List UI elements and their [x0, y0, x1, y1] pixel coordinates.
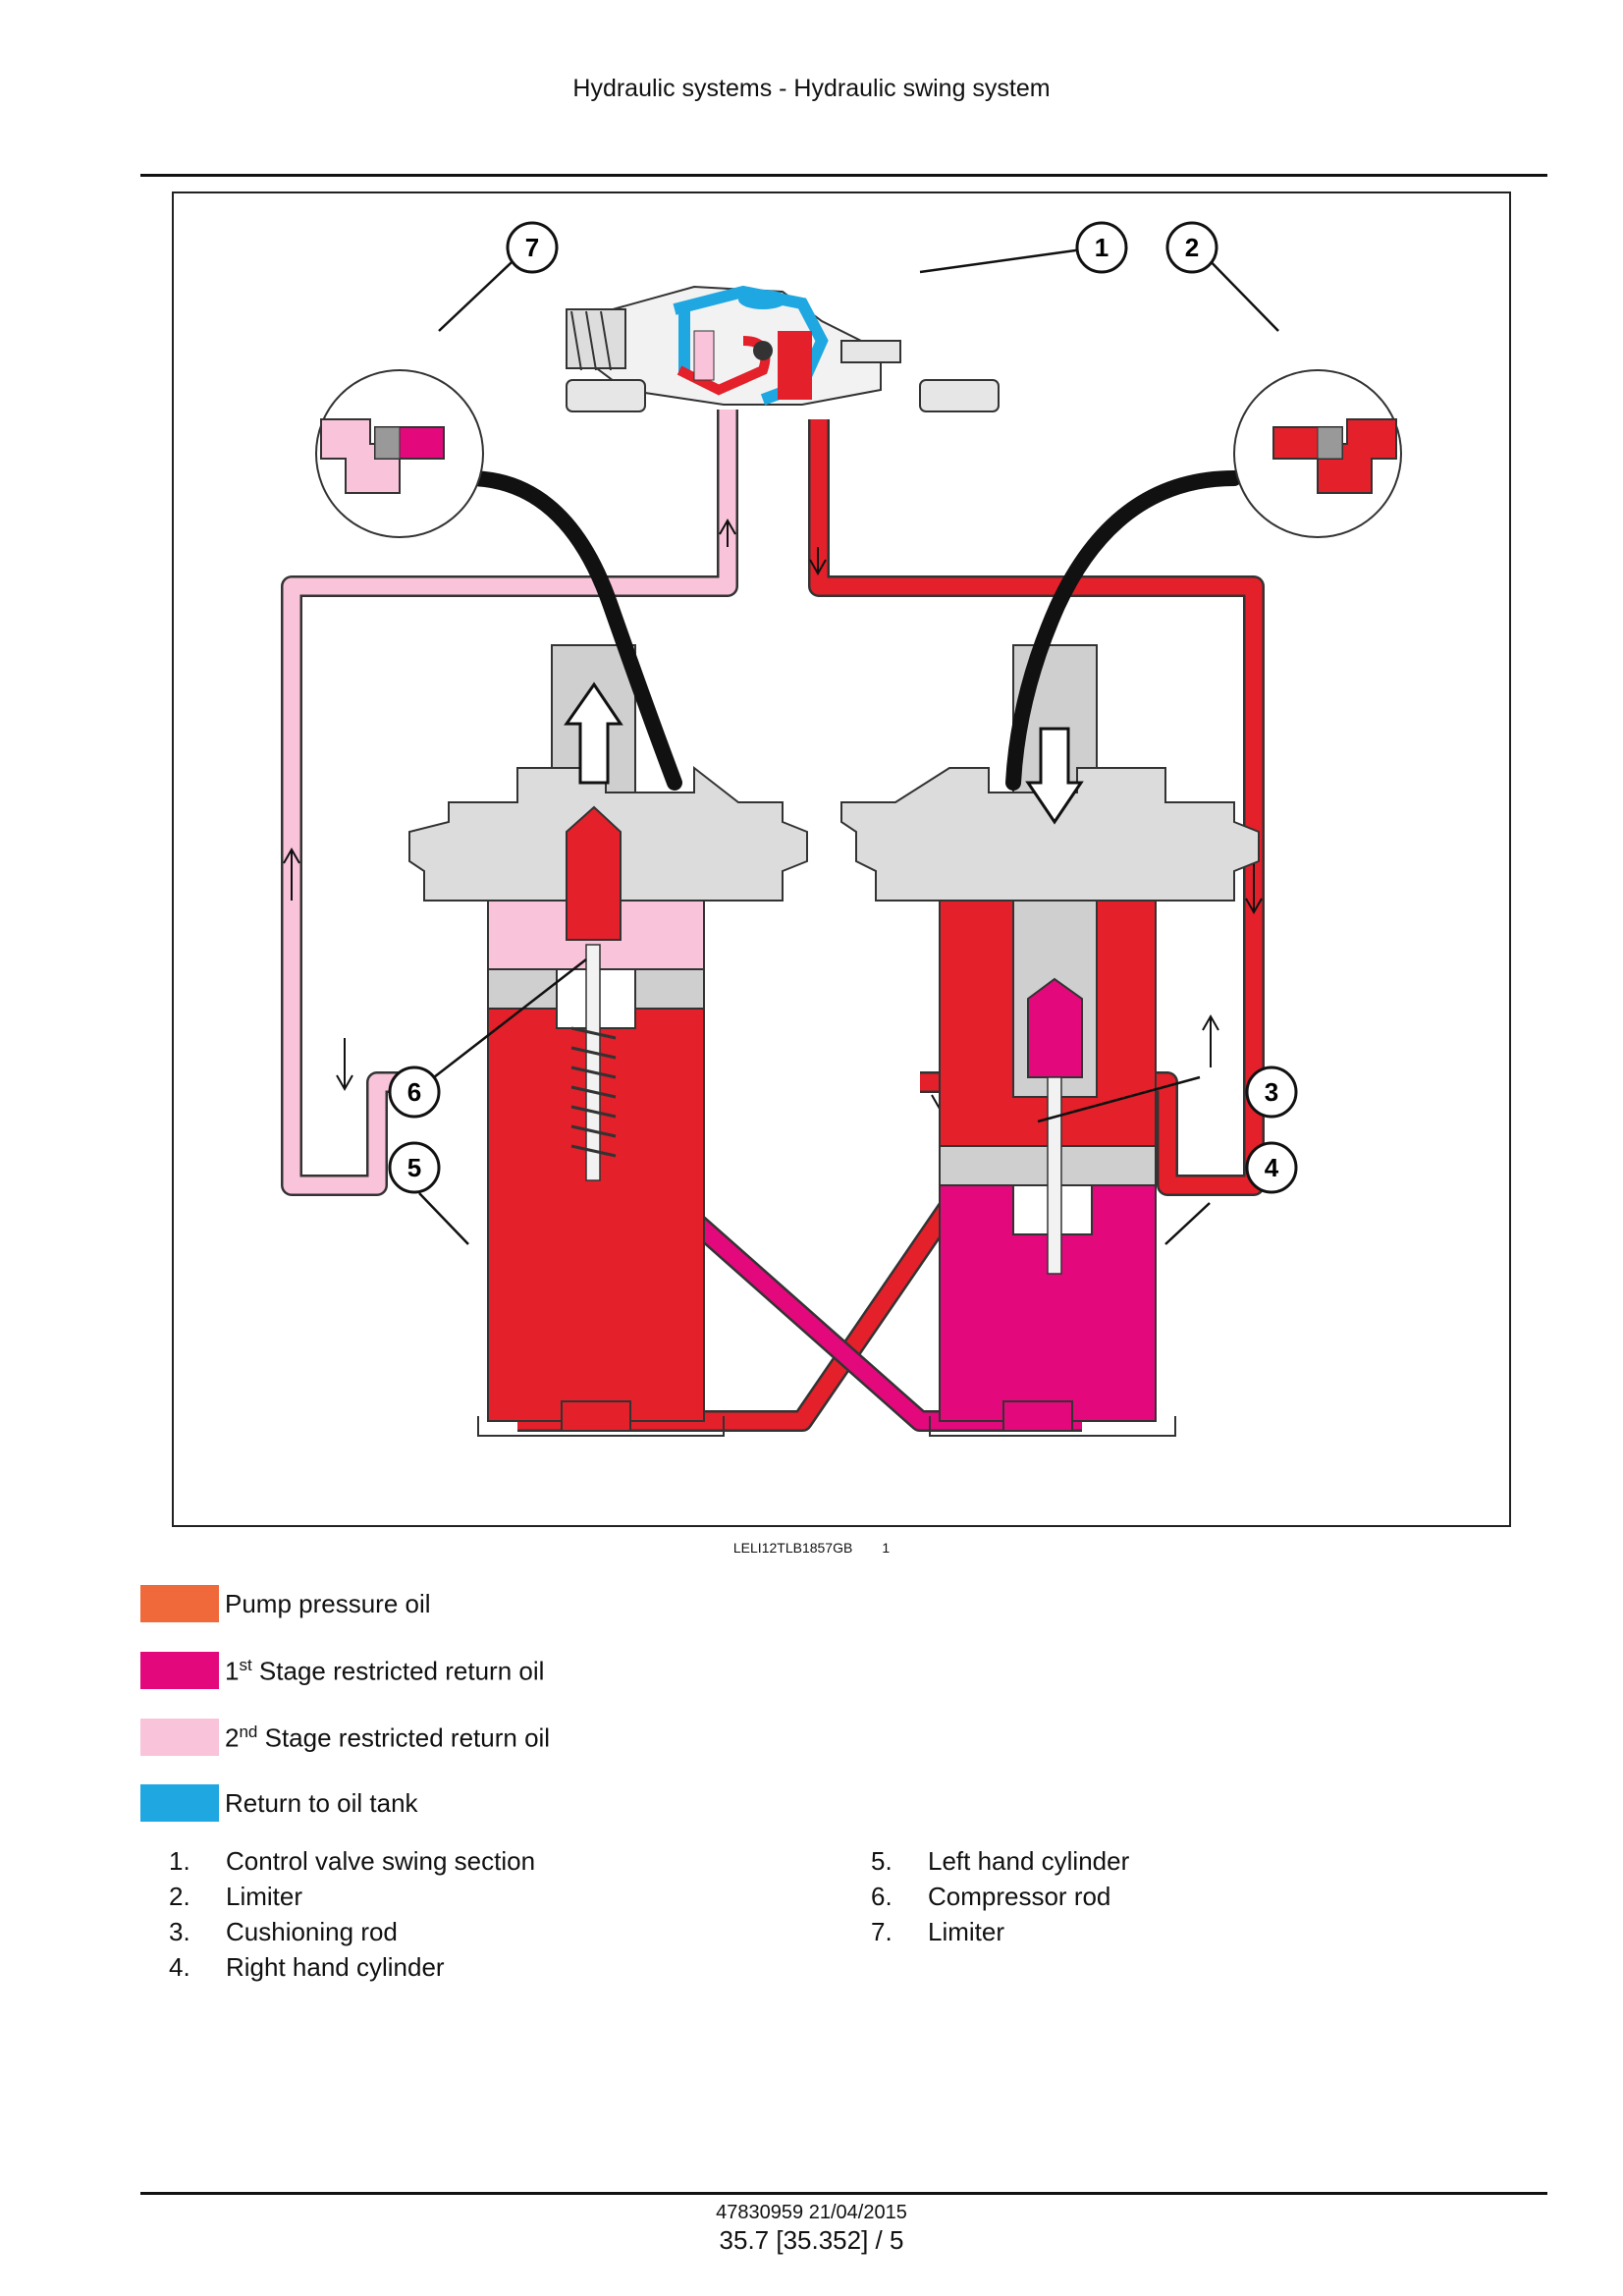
legend-label-sup: nd — [239, 1722, 258, 1741]
hydraulic-swing-diagram: 7 1 2 6 3 5 4 — [172, 191, 1511, 1527]
legend-label-num: 1 — [225, 1656, 240, 1686]
list-item: 1.Control valve swing section — [169, 1846, 536, 1876]
list-item: 4.Right hand cylinder — [169, 1952, 445, 1982]
figure-ref-code: LELI12TLB1857GB — [732, 1540, 853, 1556]
left-cylinder — [408, 644, 808, 1437]
callout-5-label: 5 — [407, 1153, 421, 1182]
figure-reference: LELI12TLB1857GB 1 — [0, 1540, 1623, 1556]
callout-4-label: 4 — [1265, 1153, 1279, 1182]
callout-1-label: 1 — [1095, 233, 1109, 262]
legend-swatch — [140, 1719, 219, 1756]
list-item: 5.Left hand cylinder — [871, 1846, 1130, 1876]
callout-3-label: 3 — [1265, 1077, 1278, 1107]
list-item: 2.Limiter — [169, 1882, 303, 1911]
callout-2-label: 2 — [1185, 233, 1199, 262]
legend-label: Return to oil tank — [225, 1788, 418, 1818]
legend-label-num: 2 — [225, 1722, 240, 1753]
legend-label-rest: Stage restricted return oil — [251, 1656, 545, 1686]
list-item: 3.Cushioning rod — [169, 1917, 398, 1946]
diagram-svg: 7 1 2 6 3 5 4 — [281, 221, 1402, 1437]
legend-swatch — [140, 1784, 219, 1822]
limiter-2-detail — [1233, 369, 1402, 538]
footer-page-number: 35.7 [35.352] / 5 — [719, 2225, 904, 2255]
footer-doc-id: 47830959 21/04/2015 — [716, 2202, 907, 2223]
legend-label-sup: st — [239, 1656, 252, 1674]
limiter-7-detail — [315, 369, 484, 538]
list-item: 6.Compressor rod — [871, 1882, 1111, 1911]
legend-swatch — [140, 1585, 219, 1622]
legend-swatch — [140, 1652, 219, 1689]
callout-4: 4 — [1245, 1141, 1298, 1194]
callout-5: 5 — [388, 1141, 441, 1194]
list-item: 7.Limiter — [871, 1917, 1005, 1946]
callout-6: 6 — [388, 1066, 441, 1119]
header-rule — [140, 174, 1547, 177]
callout-6-label: 6 — [407, 1077, 421, 1107]
legend-label: Pump pressure oil — [225, 1589, 431, 1618]
callout-2: 2 — [1165, 221, 1218, 274]
legend-label-rest: Stage restricted return oil — [257, 1722, 551, 1753]
page-header-title: Hydraulic systems - Hydraulic swing syst… — [572, 75, 1051, 102]
callout-7-label: 7 — [525, 233, 539, 262]
figure-number: 1 — [882, 1540, 891, 1556]
callout-1: 1 — [1075, 221, 1128, 274]
callout-3: 3 — [1245, 1066, 1298, 1119]
right-cylinder — [840, 644, 1260, 1437]
callout-7: 7 — [506, 221, 559, 274]
control-valve — [566, 285, 1000, 412]
footer-rule — [140, 2192, 1547, 2195]
